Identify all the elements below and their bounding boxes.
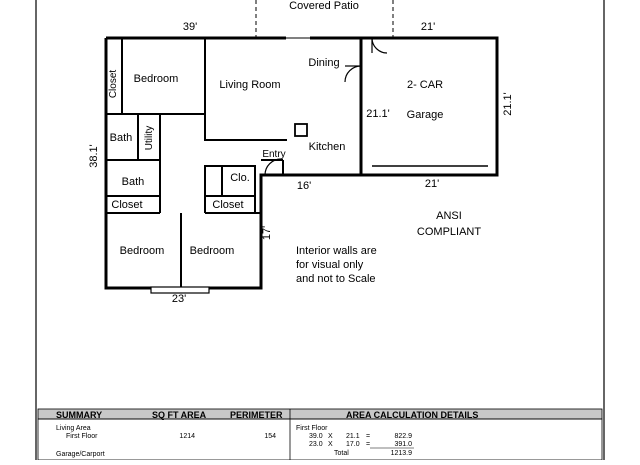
row-first-floor-sqft: 1214 <box>179 433 195 440</box>
row-first-floor: First Floor <box>66 433 98 440</box>
calc1-a: 39.0 <box>309 433 323 440</box>
ansi-line1: ANSI <box>436 210 462 222</box>
window-bottom <box>150 286 210 294</box>
calc1-x: X <box>328 433 333 440</box>
dining-label: Dining <box>308 57 339 69</box>
dim-left-side: 38.1' <box>88 144 100 168</box>
details-total-label: Total <box>334 450 349 457</box>
dim-wing-bottom: 23' <box>172 293 186 305</box>
interior-walls <box>106 38 287 288</box>
calc1-eq: = <box>366 433 370 440</box>
utility-label: Utility <box>144 126 155 150</box>
disclaimer-line2: for visual only <box>296 259 364 271</box>
header-details: AREA CALCULATION DETAILS <box>346 410 478 420</box>
dim-wing-side: 17' <box>261 226 273 240</box>
summary-table: SUMMARY SQ FT AREA PERIMETER AREA CALCUL… <box>37 408 603 461</box>
closet-mid-label: Closet <box>212 199 243 211</box>
calc2-a: 23.0 <box>309 441 323 448</box>
details-total-value: 1213.9 <box>391 450 413 457</box>
row-garage-carport: Garage/Carport <box>56 451 105 458</box>
kitchen-label: Kitchen <box>309 141 346 153</box>
header-summary: SUMMARY <box>56 410 102 420</box>
bedroom-right-label: Bedroom <box>190 245 235 257</box>
dim-bottom-mid: 16' <box>297 180 311 192</box>
clo-label: Clo. <box>230 172 250 184</box>
bedroom-left-label: Bedroom <box>120 245 165 257</box>
details-floor-label: First Floor <box>296 425 328 432</box>
dim-top-right: 21' <box>421 21 435 33</box>
row-first-floor-perimeter: 154 <box>264 433 276 440</box>
living-room-label: Living Room <box>219 79 280 91</box>
calc2-result: 391.0 <box>394 441 412 448</box>
entry-label: Entry <box>262 149 285 160</box>
bedroom-top-label: Bedroom <box>134 73 179 85</box>
header-perimeter: PERIMETER <box>230 410 283 420</box>
dim-garage-inner: 21.1' <box>366 108 390 120</box>
dim-top-left: 39' <box>183 21 197 33</box>
calc2-eq: = <box>366 441 370 448</box>
disclaimer-line1: Interior walls are <box>296 245 377 257</box>
door-swings <box>264 37 388 176</box>
calc1-b: 21.1 <box>346 433 360 440</box>
garage-sub-label: Garage <box>407 109 444 121</box>
covered-patio: Covered Patio <box>255 0 394 37</box>
summary-header-bg <box>37 408 603 420</box>
closet-top-label: Closet <box>108 70 119 99</box>
dim-garage-right: 21.1' <box>502 92 514 116</box>
ansi-line2: COMPLIANT <box>417 226 481 238</box>
bath-1-label: Bath <box>110 132 133 144</box>
dim-garage-bottom: 21' <box>425 178 439 190</box>
kitchen-island <box>294 123 308 137</box>
calc1-result: 822.9 <box>394 433 412 440</box>
patio-label: Covered Patio <box>289 0 359 12</box>
garage-title-label: 2- CAR <box>407 79 443 91</box>
header-sqft: SQ FT AREA <box>152 410 207 420</box>
exterior-walls <box>104 36 499 290</box>
closet-left-label: Closet <box>111 199 142 211</box>
disclaimer-line3: and not to Scale <box>296 273 376 285</box>
bath-2-label: Bath <box>122 176 145 188</box>
calc2-b: 17.0 <box>346 441 360 448</box>
row-living-area: Living Area <box>56 425 91 432</box>
calc2-x: X <box>328 441 333 448</box>
